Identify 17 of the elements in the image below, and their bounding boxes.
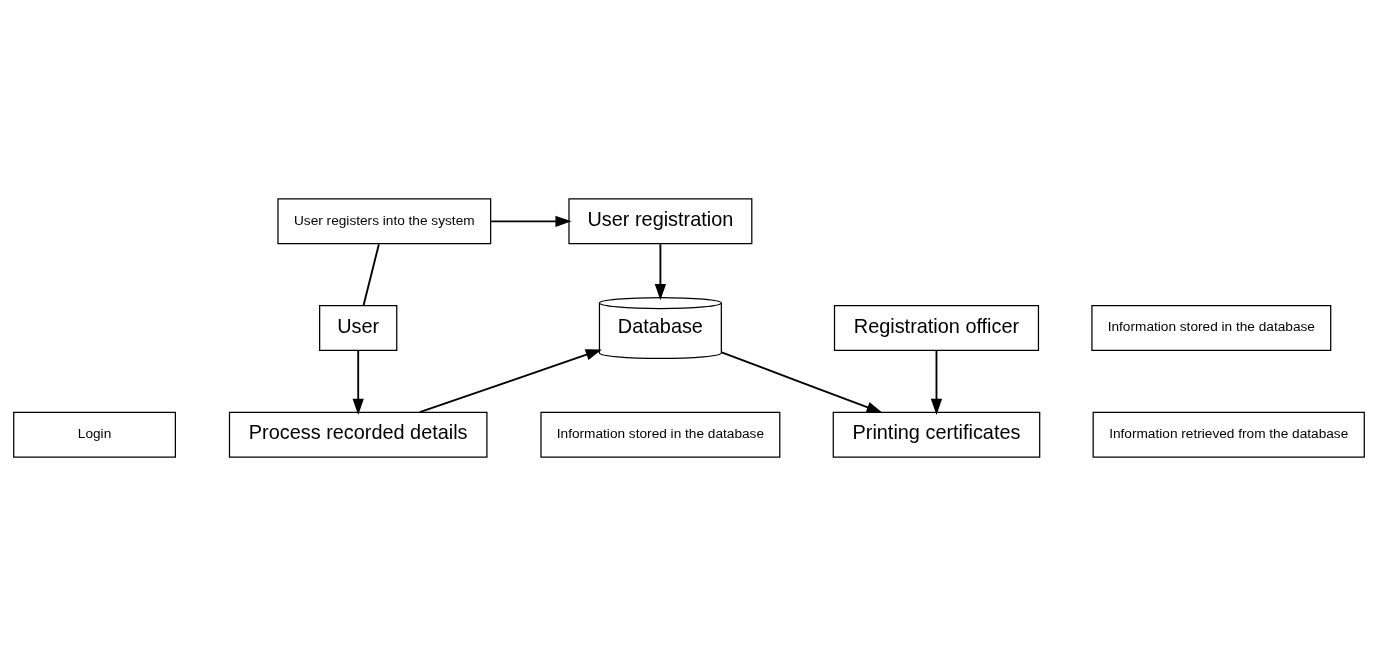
- node-box: Registration officer: [833, 305, 1040, 351]
- node-box: Printing certificates: [832, 411, 1041, 458]
- node-box: User: [319, 305, 398, 351]
- node-box: Information retrieved from the database: [1092, 411, 1365, 458]
- node-box: User registers into the system: [277, 198, 492, 245]
- node-box: Login: [13, 411, 176, 458]
- node-box: Process recorded details: [228, 411, 488, 458]
- node-box: User registration: [568, 198, 753, 245]
- arrow: [720, 351, 883, 414]
- node-box: Information stored in the database: [540, 411, 781, 458]
- arrow: [352, 349, 364, 416]
- arrow: [930, 349, 943, 416]
- arrow: [654, 243, 667, 301]
- arrow: [490, 215, 572, 228]
- node-box: Information stored in the database: [1091, 305, 1332, 351]
- connector: [362, 243, 380, 307]
- arrow: [418, 349, 602, 414]
